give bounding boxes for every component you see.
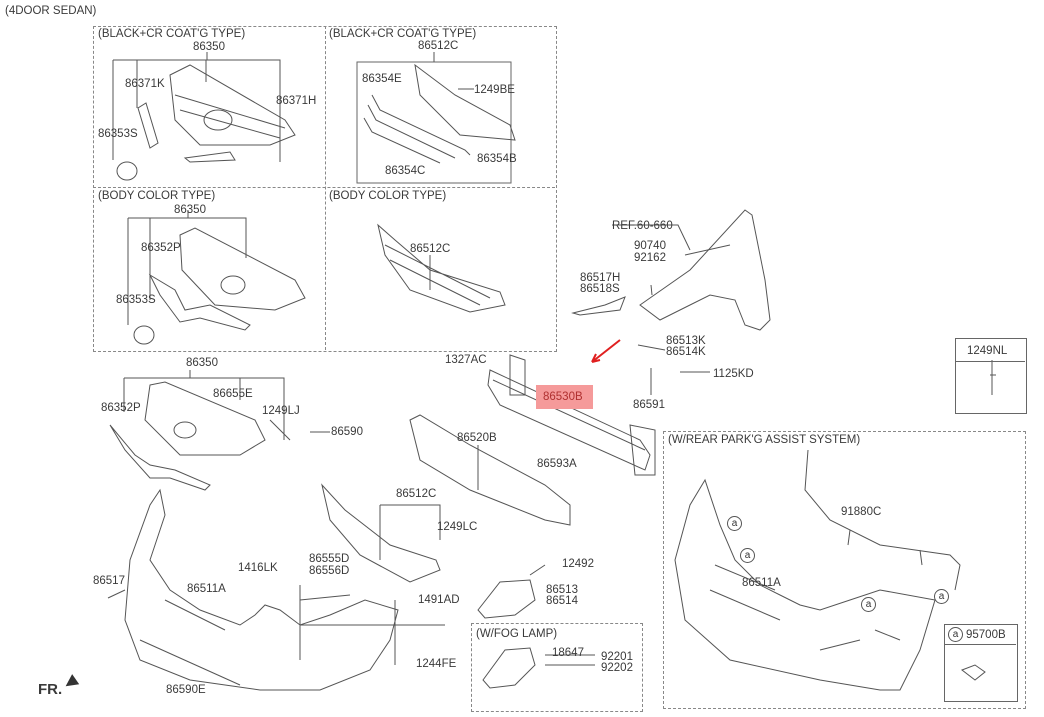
highlighted-part-label[interactable]: 86530B <box>543 391 583 403</box>
callout-a: a <box>948 627 963 642</box>
highlight-marker <box>536 385 593 409</box>
part-label[interactable]: 1125KD <box>713 368 754 380</box>
panel-title: (W/REAR PARK'G ASSIST SYSTEM) <box>668 434 861 446</box>
part-label[interactable]: 92201 <box>601 651 633 663</box>
parking-sensor-harness <box>804 449 961 591</box>
part-label[interactable]: 86353S <box>98 128 138 140</box>
part-label[interactable]: 1249LJ <box>262 405 300 417</box>
part-label[interactable]: 86590E <box>166 684 206 696</box>
part-label[interactable]: 86350 <box>174 204 206 216</box>
front-direction-label: FR. <box>38 681 63 698</box>
callout-a: a <box>861 597 876 612</box>
part-label[interactable]: 86518S <box>580 283 620 295</box>
part-label[interactable]: 86517 <box>93 575 125 587</box>
callout-a: a <box>727 516 742 531</box>
part-label[interactable]: 92202 <box>601 662 633 674</box>
part-label[interactable]: 86590 <box>331 426 363 438</box>
divider <box>955 361 1025 362</box>
part-label[interactable]: 95700B <box>966 629 1006 641</box>
part-label[interactable]: 86512C <box>410 243 451 255</box>
part-label[interactable]: 86511A <box>742 577 781 589</box>
divider <box>944 644 1016 645</box>
part-label[interactable]: 92162 <box>634 252 666 264</box>
divider <box>325 26 326 350</box>
part-label[interactable]: 86354B <box>477 153 517 165</box>
part-label[interactable]: 86514 <box>546 595 578 607</box>
fastener-legend-box <box>955 338 1027 414</box>
part-label[interactable]: 86591 <box>633 399 665 411</box>
part-label[interactable]: 1327AC <box>445 354 487 366</box>
part-label[interactable]: 86371K <box>125 78 165 90</box>
part-label[interactable]: 86511A <box>187 583 226 595</box>
radiator-grille-body <box>179 227 306 311</box>
part-label[interactable]: 86513K <box>666 335 706 347</box>
part-label[interactable]: 90740 <box>634 240 666 252</box>
panel-title: (BLACK+CR COAT'G TYPE) <box>98 28 246 40</box>
part-label[interactable]: 86593A <box>537 458 577 470</box>
part-label[interactable]: 1249LC <box>437 521 478 533</box>
part-label[interactable]: 86353S <box>116 294 156 306</box>
part-label[interactable]: 86517H <box>580 272 621 284</box>
fog-lamp-frame <box>471 623 643 712</box>
front-bumper-cover <box>124 488 399 691</box>
part-label[interactable]: 1249BE <box>474 84 515 96</box>
part-label[interactable]: 86512C <box>396 488 437 500</box>
part-label[interactable]: 1416LK <box>238 562 278 574</box>
part-label[interactable]: 86371H <box>276 95 317 107</box>
part-label[interactable]: 86514K <box>666 346 706 358</box>
fender-panel <box>639 209 771 331</box>
part-label[interactable]: 86354E <box>362 73 402 85</box>
part-label[interactable]: 86555D <box>309 553 350 565</box>
panel-title: (BODY COLOR TYPE) <box>98 190 216 202</box>
part-label[interactable]: 86655E <box>213 388 253 400</box>
part-label[interactable]: 86512C <box>418 40 459 52</box>
divider <box>93 187 555 188</box>
part-label[interactable]: 86513 <box>546 584 578 596</box>
reference-label[interactable]: REF.60-660 <box>612 220 673 232</box>
part-label[interactable]: 86556D <box>309 565 350 577</box>
radiator-grille-black <box>169 64 296 146</box>
part-label[interactable]: 86350 <box>193 41 225 53</box>
callout-a: a <box>934 589 949 604</box>
part-label[interactable]: 18647 <box>552 647 584 659</box>
panel-title: (BODY COLOR TYPE) <box>329 190 447 202</box>
diagram-title: (4DOOR SEDAN) <box>5 5 97 17</box>
part-label[interactable]: 1244FE <box>416 658 457 670</box>
part-label[interactable]: 86520B <box>457 432 497 444</box>
part-label[interactable]: 91880C <box>841 506 882 518</box>
rear-park-assist-frame <box>663 431 1026 709</box>
panel-title: (W/FOG LAMP) <box>476 628 558 640</box>
part-label[interactable]: 86352P <box>141 242 181 254</box>
callout-a: a <box>740 548 755 563</box>
part-label[interactable]: 12492 <box>562 558 594 570</box>
part-label[interactable]: 86350 <box>186 357 218 369</box>
part-label[interactable]: 86352P <box>101 402 141 414</box>
part-label[interactable]: 86354C <box>385 165 426 177</box>
bumper-beam <box>487 354 656 476</box>
sensor-legend-box <box>944 624 1018 702</box>
energy-absorber <box>409 414 571 526</box>
part-label[interactable]: 1491AD <box>418 594 460 606</box>
panel-title: (BLACK+CR COAT'G TYPE) <box>329 28 477 40</box>
part-label[interactable]: 1249NL <box>967 345 1008 357</box>
